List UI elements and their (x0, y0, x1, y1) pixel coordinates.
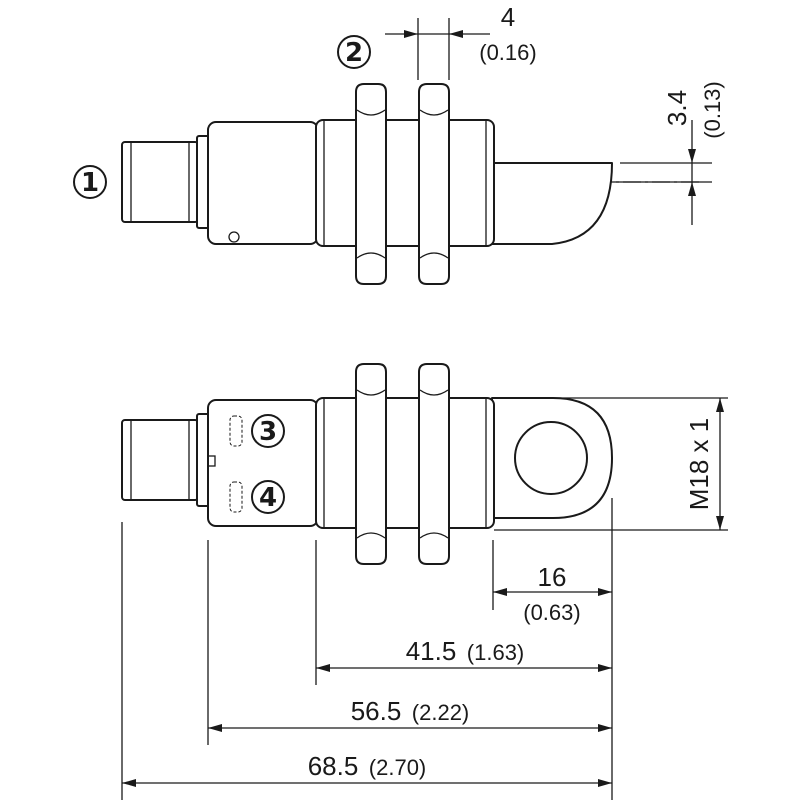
dim-nut-width-inch: (0.16) (479, 40, 536, 65)
dim-offset-inch: (0.13) (700, 81, 725, 138)
dim-68-5: 68.5 (2.70) (122, 751, 612, 787)
callout-2: 2 (337, 35, 371, 69)
dim-41-5: 41.5 (1.63) (316, 636, 612, 672)
dim-bracket-inch: (0.63) (523, 600, 580, 625)
dim-56-5-value: 56.5 (351, 696, 402, 726)
dim-56-5-inch: (2.22) (412, 700, 469, 725)
dim-bracket: 16 (0.63) (493, 562, 612, 625)
bottom-connector (121, 419, 199, 501)
svg-text:68.5 (2.70): 68.5 (2.70) (308, 751, 427, 781)
dim-nut-width-value: 4 (501, 2, 515, 32)
bottom-threaded-barrel (315, 397, 495, 529)
svg-text:1: 1 (81, 168, 99, 198)
bottom-key-notch (207, 455, 216, 467)
dim-thread: M18 x 1 (494, 397, 728, 531)
bottom-lens-window (514, 421, 588, 495)
top-nut-1 (355, 83, 387, 285)
svg-text:56.5 (2.22): 56.5 (2.22) (351, 696, 470, 726)
dim-thread-label: M18 x 1 (684, 418, 714, 511)
dim-41-5-value: 41.5 (406, 636, 457, 666)
callout-3: 3 (251, 414, 285, 448)
top-led-dot (228, 231, 240, 243)
dim-68-5-inch: (2.70) (369, 755, 426, 780)
top-housing (207, 121, 319, 245)
dim-offset-value: 3.4 (662, 90, 692, 126)
led-window-3 (229, 415, 243, 447)
led-window-4 (229, 481, 243, 513)
callout-4: 4 (251, 480, 285, 514)
top-connector (121, 141, 199, 223)
bottom-view: 3 4 M18 x 1 16 (0.63) (121, 363, 728, 800)
dim-nut-width: 4 (0.16) (385, 2, 537, 80)
dim-41-5-inch: (1.63) (467, 640, 524, 665)
svg-text:4: 4 (259, 483, 277, 513)
svg-text:2: 2 (345, 38, 363, 68)
dim-56-5: 56.5 (2.22) (208, 696, 612, 732)
dim-offset: 3.4 (0.13) (612, 81, 725, 225)
bottom-nut-2 (418, 363, 450, 565)
top-view: 4 (0.16) 3.4 (0.13) 1 2 (73, 2, 725, 285)
top-threaded-barrel (315, 119, 495, 247)
callout-1: 1 (73, 165, 107, 199)
dim-68-5-value: 68.5 (308, 751, 359, 781)
top-lens-cap (491, 162, 613, 245)
dim-bracket-value: 16 (538, 562, 567, 592)
svg-text:41.5 (1.63): 41.5 (1.63) (406, 636, 525, 666)
svg-text:3: 3 (259, 417, 277, 447)
bottom-nut-1 (355, 363, 387, 565)
top-nut-2 (418, 83, 450, 285)
